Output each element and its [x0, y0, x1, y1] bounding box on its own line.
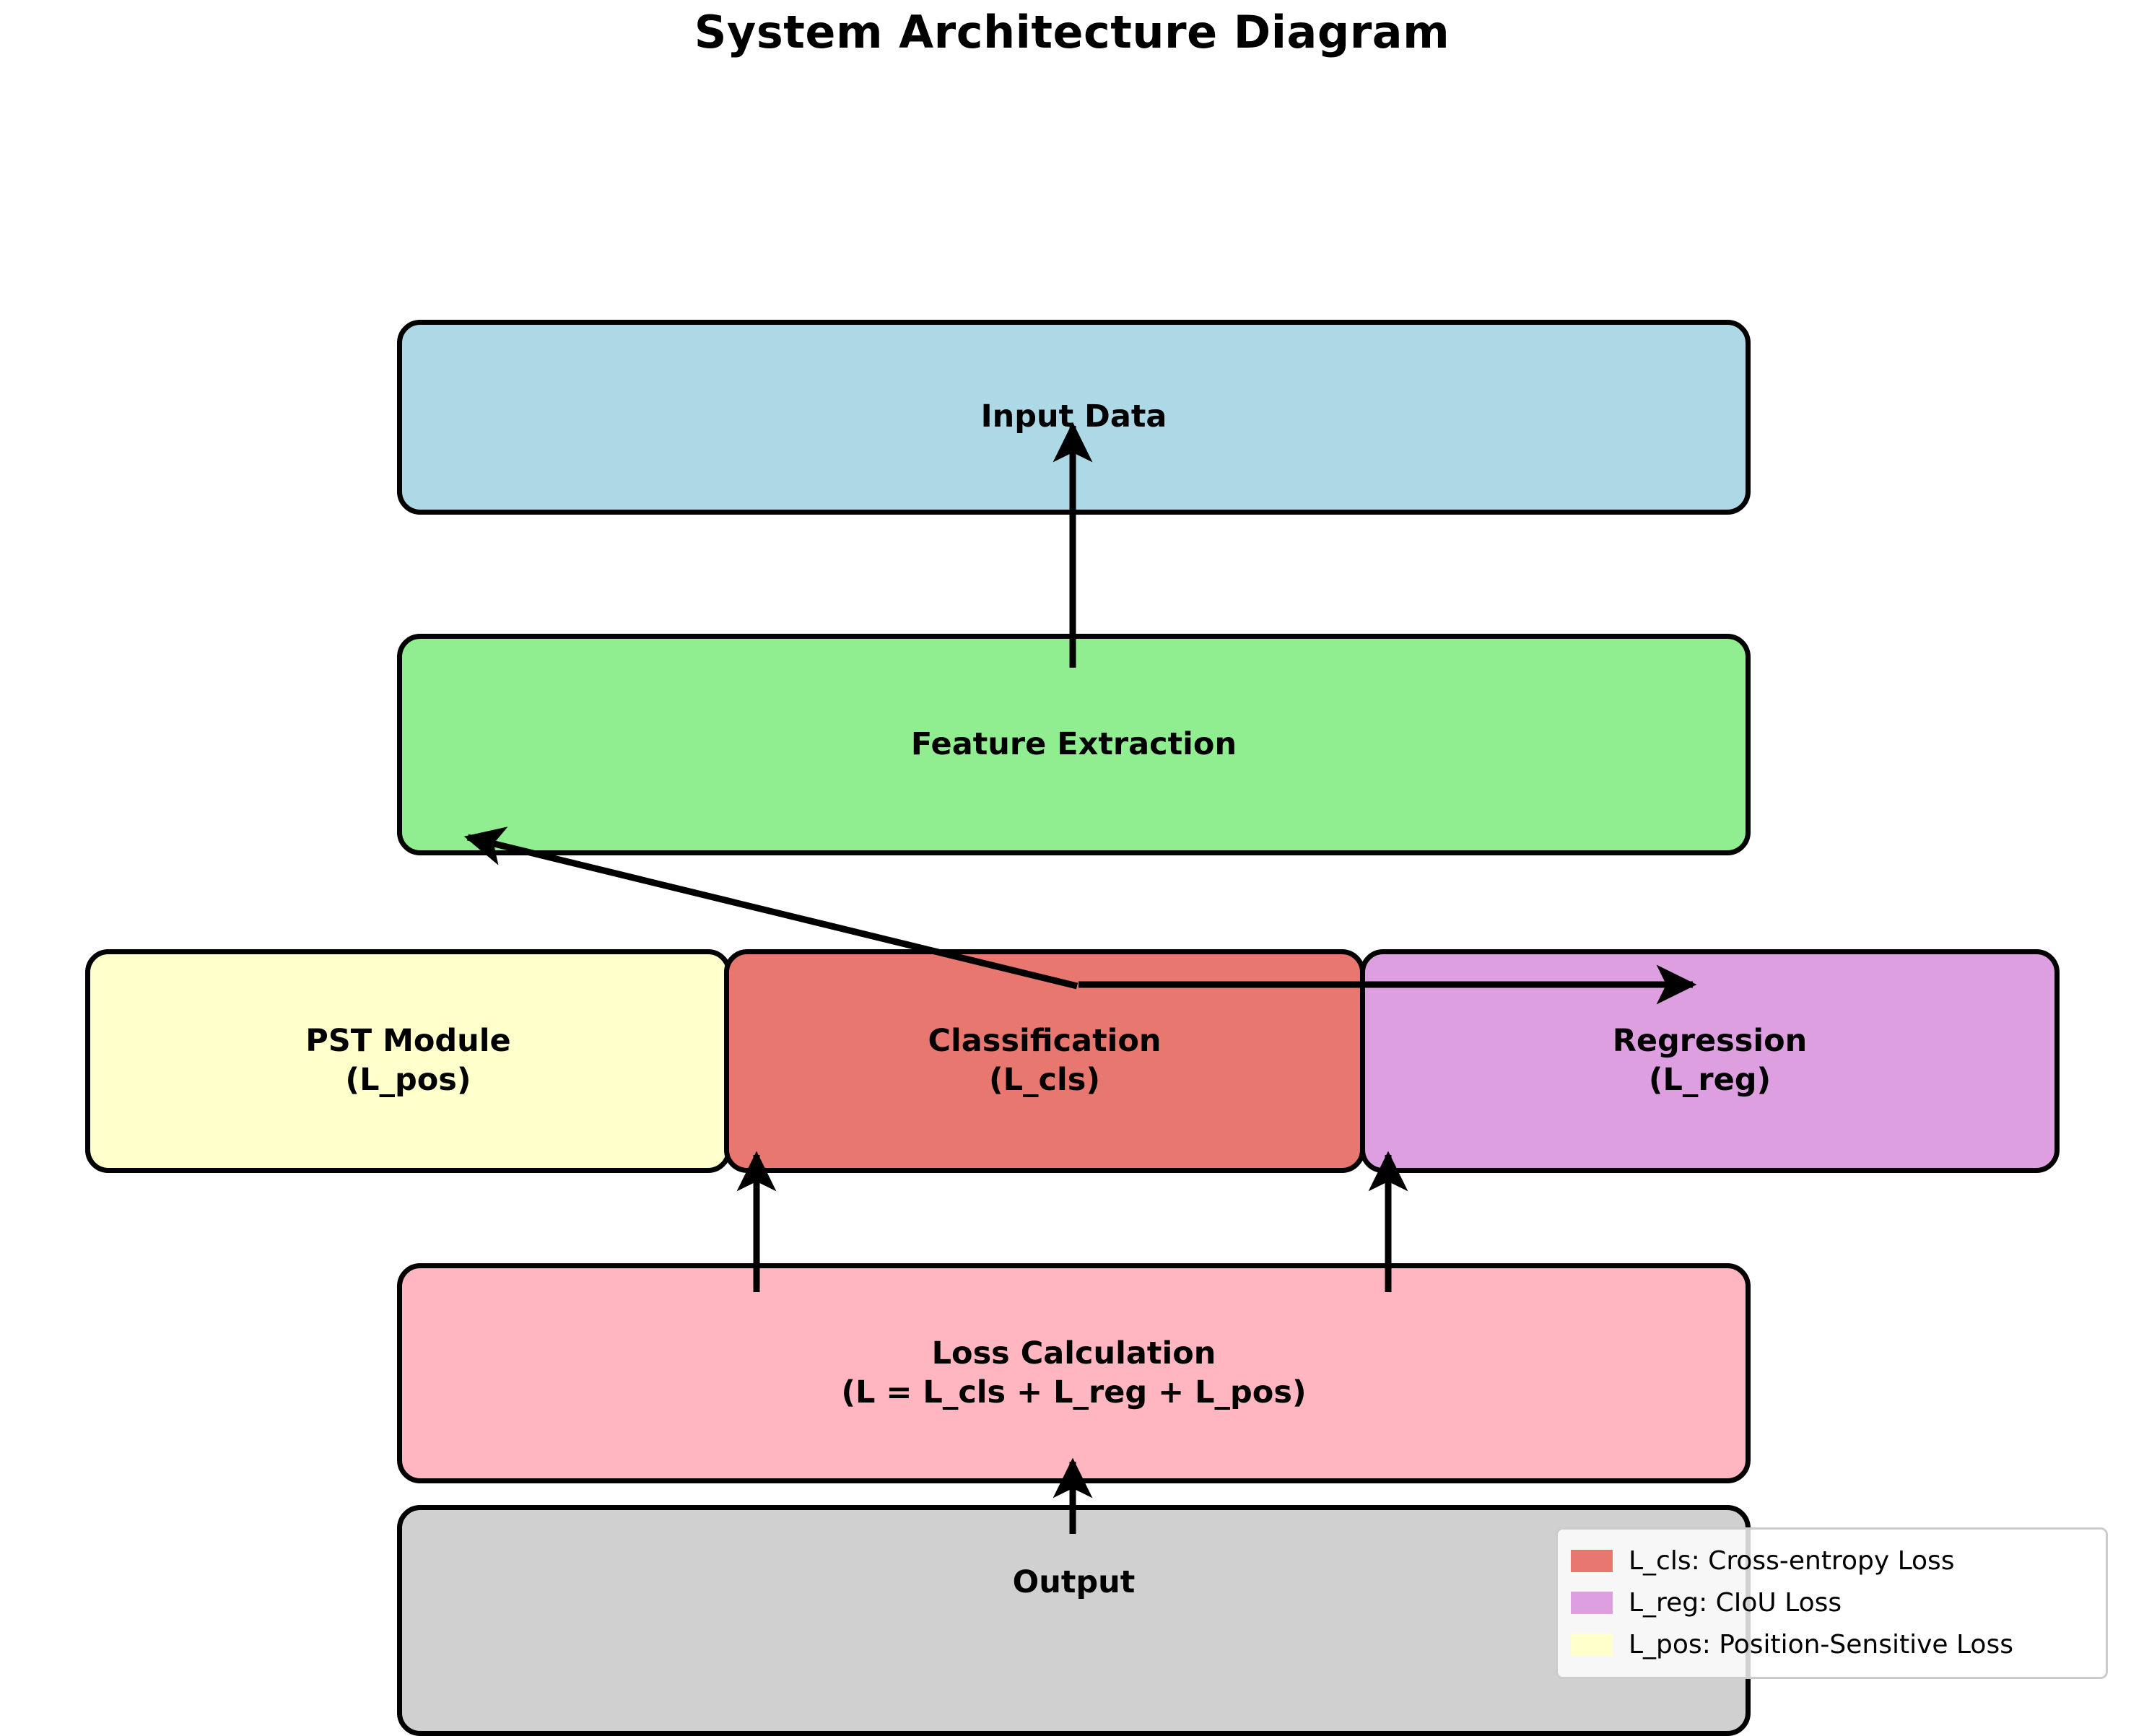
- node-classification[interactable]: Classification (L_cls): [724, 949, 1365, 1173]
- legend-item: L_pos: Position-Sensitive Loss: [1571, 1623, 2093, 1665]
- node-pst-module-label: PST Module (L_pos): [305, 1023, 511, 1098]
- node-loss-calculation-label: Loss Calculation (L = L_cls + L_reg + L_…: [841, 1335, 1307, 1410]
- node-regression[interactable]: Regression (L_reg): [1360, 949, 2060, 1173]
- legend-swatch-l-cls: [1571, 1549, 1613, 1572]
- legend-item: L_reg: CIoU Loss: [1571, 1582, 2093, 1623]
- legend-label-l-reg: L_reg: CIoU Loss: [1629, 1587, 1842, 1618]
- node-pst-module[interactable]: PST Module (L_pos): [85, 949, 731, 1173]
- node-feature-extraction-label: Feature Extraction: [910, 725, 1237, 762]
- legend-swatch-l-pos: [1571, 1633, 1613, 1656]
- node-regression-label: Regression (L_reg): [1612, 1023, 1808, 1098]
- node-loss-calculation[interactable]: Loss Calculation (L = L_cls + L_reg + L_…: [397, 1263, 1751, 1483]
- node-classification-label: Classification (L_cls): [928, 1023, 1162, 1098]
- legend-swatch-l-reg: [1571, 1591, 1613, 1614]
- legend-label-l-cls: L_cls: Cross-entropy Loss: [1629, 1545, 1955, 1576]
- node-input-data-label: Input Data: [980, 398, 1167, 435]
- node-output-label: Output: [1012, 1564, 1136, 1600]
- legend-item: L_cls: Cross-entropy Loss: [1571, 1540, 2093, 1582]
- page-title: System Architecture Diagram: [694, 6, 1450, 58]
- node-input-data[interactable]: Input Data: [397, 320, 1751, 515]
- legend: L_cls: Cross-entropy Loss L_reg: CIoU Lo…: [1556, 1527, 2108, 1679]
- node-feature-extraction[interactable]: Feature Extraction: [397, 634, 1751, 855]
- legend-label-l-pos: L_pos: Position-Sensitive Loss: [1629, 1629, 2013, 1659]
- node-output[interactable]: Output: [397, 1505, 1751, 1736]
